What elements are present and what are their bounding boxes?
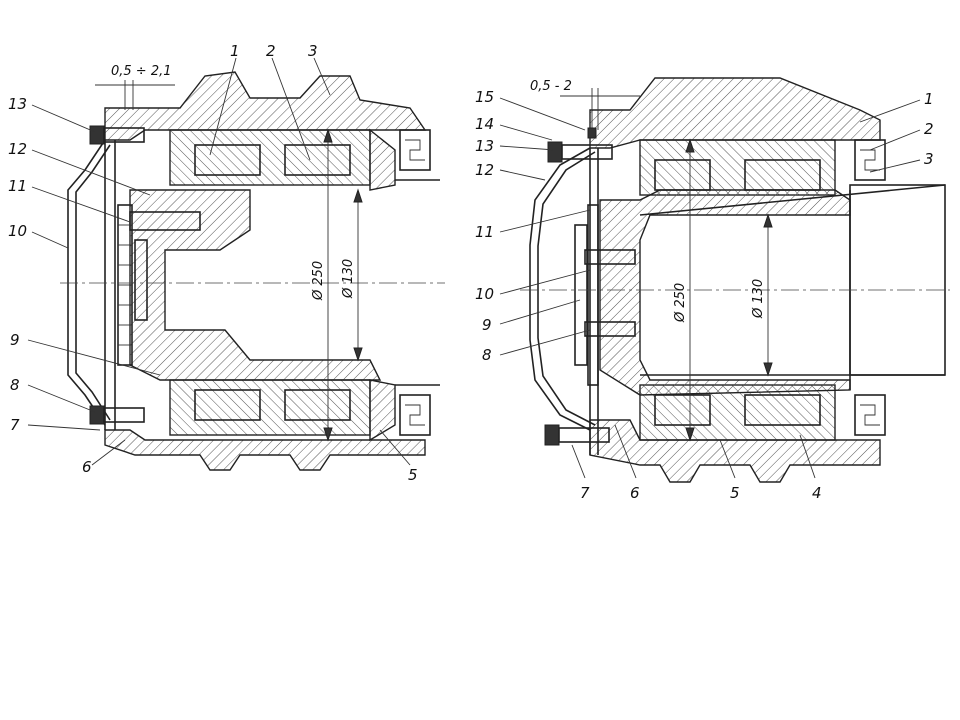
left-bolt-bottom xyxy=(89,405,105,425)
right-label-5: 5 xyxy=(730,484,740,502)
right-stud-bottom xyxy=(584,321,636,337)
left-label-6: 6 xyxy=(82,458,92,476)
right-end-cover xyxy=(529,147,591,431)
right-bolt-top xyxy=(547,141,563,163)
right-label-6: 6 xyxy=(630,484,640,502)
right-label-10: 10 xyxy=(475,285,494,303)
right-label-11: 11 xyxy=(475,223,494,241)
right-label-14: 14 xyxy=(475,115,494,133)
right-label-3: 3 xyxy=(924,150,934,168)
right-label-8: 8 xyxy=(482,346,492,364)
right-label-7: 7 xyxy=(580,484,590,502)
left-axle-end xyxy=(129,189,382,381)
right-section-view: Ø 250 Ø 130 0,5 - 2 1 2 3 4 xyxy=(475,77,950,502)
right-labyrinth-bottom xyxy=(854,394,886,436)
right-bearing-top xyxy=(639,139,836,196)
left-labyrinth-bottom xyxy=(399,394,431,436)
left-label-11: 11 xyxy=(8,177,27,195)
right-label-15: 15 xyxy=(475,88,494,106)
left-labyrinth-top xyxy=(399,129,431,171)
right-label-2: 2 xyxy=(924,120,934,138)
left-housing-bottom xyxy=(104,429,426,471)
left-bearing-top xyxy=(169,129,371,186)
left-seal-top xyxy=(369,128,396,191)
right-label-12: 12 xyxy=(475,161,494,179)
left-dia-outer: Ø 250 xyxy=(311,261,326,301)
left-roller-3 xyxy=(194,389,261,421)
left-roller-2 xyxy=(284,144,351,176)
right-stud-top xyxy=(584,249,636,265)
right-dia-inner: Ø 130 xyxy=(751,279,766,319)
left-label-9: 9 xyxy=(10,331,20,349)
right-housing-top xyxy=(589,77,881,149)
left-label-2: 2 xyxy=(266,42,276,60)
left-roller-1 xyxy=(194,144,261,176)
left-section-view: Ø 250 Ø 130 0,5 ÷ 2,1 1 2 3 5 6 7 8 9 xyxy=(8,42,445,484)
right-label-1: 1 xyxy=(924,90,934,108)
left-bearing-bottom xyxy=(169,379,371,436)
left-label-13: 13 xyxy=(8,95,27,113)
left-roller-4 xyxy=(284,389,351,421)
left-stud xyxy=(129,211,201,231)
left-dia-inner: Ø 130 xyxy=(341,259,356,299)
left-housing-top xyxy=(104,71,427,141)
left-seal-bottom xyxy=(369,379,396,442)
left-end-cover xyxy=(67,139,106,426)
right-dia-outer: Ø 250 xyxy=(673,283,688,323)
left-label-10: 10 xyxy=(8,222,27,240)
left-clearance: 0,5 ÷ 2,1 xyxy=(111,64,172,79)
right-clearance: 0,5 - 2 xyxy=(530,79,572,94)
right-roller-4 xyxy=(744,394,821,426)
left-label-7: 7 xyxy=(10,416,20,434)
right-lock-plate xyxy=(574,224,588,366)
left-label-1: 1 xyxy=(230,42,240,60)
right-label-9: 9 xyxy=(482,316,492,334)
left-washer-stack xyxy=(117,204,148,366)
right-bolt-bottom xyxy=(544,424,560,446)
right-roller-3 xyxy=(654,394,711,426)
left-label-3: 3 xyxy=(308,42,318,60)
right-label-4: 4 xyxy=(812,484,822,502)
left-bolt-top xyxy=(89,125,105,145)
right-labyrinth-top xyxy=(854,139,886,181)
left-label-12: 12 xyxy=(8,140,27,158)
right-label-13: 13 xyxy=(475,137,494,155)
left-label-5: 5 xyxy=(408,466,418,484)
left-label-8: 8 xyxy=(10,376,20,394)
right-axle-end xyxy=(599,189,851,396)
